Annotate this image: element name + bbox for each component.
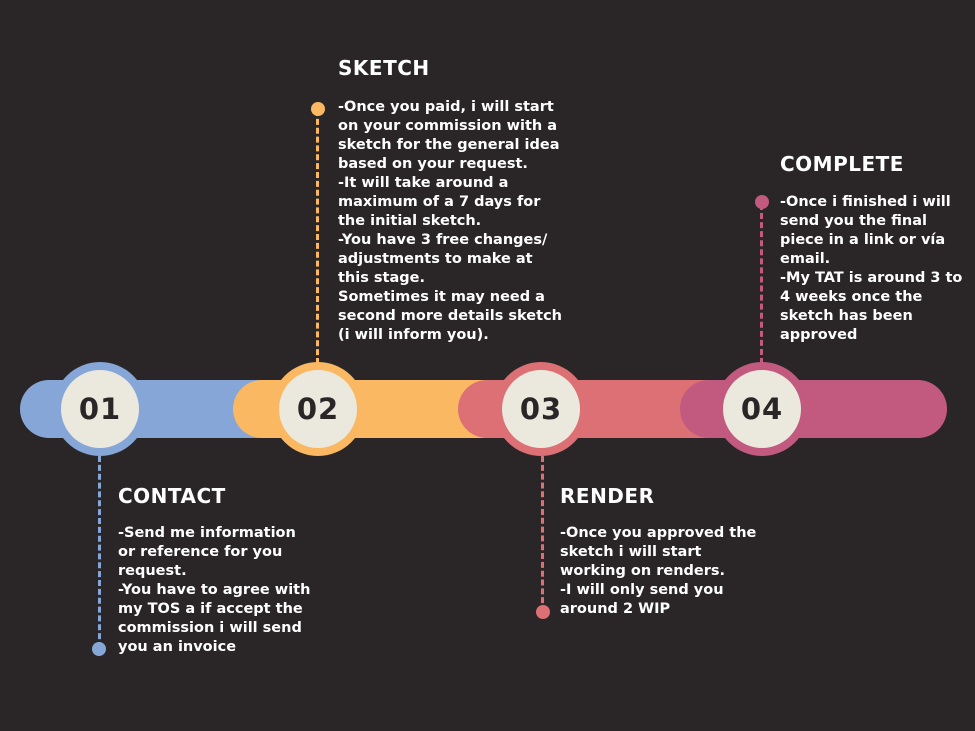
step-title-complete: COMPLETE [780, 152, 904, 176]
step-circle-4: 04 [715, 362, 809, 456]
step-number-4: 04 [723, 370, 801, 448]
step-number-3: 03 [502, 370, 580, 448]
connector-line-step-2 [316, 110, 319, 364]
step-description-render: -Once you approved the sketch i will sta… [560, 525, 757, 617]
step-title-render: RENDER [560, 484, 655, 508]
step-title-sketch: SKETCH [338, 56, 430, 80]
connector-dot-step-3 [536, 605, 550, 619]
connector-line-step-1 [98, 456, 101, 648]
connector-line-step-3 [541, 456, 544, 612]
step-circle-1: 01 [53, 362, 147, 456]
step-title-contact: CONTACT [118, 484, 226, 508]
step-description-complete: -Once i finished i will send you the fin… [780, 194, 963, 343]
step-number-2: 02 [279, 370, 357, 448]
step-circle-2: 02 [271, 362, 365, 456]
step-number-1: 01 [61, 370, 139, 448]
connector-dot-step-2 [311, 102, 325, 116]
step-circle-3: 03 [494, 362, 588, 456]
connector-line-step-4 [760, 204, 763, 364]
step-description-contact: -Send me information or reference for yo… [118, 525, 311, 655]
connector-dot-step-1 [92, 642, 106, 656]
step-description-sketch: -Once you paid, i will start on your com… [338, 99, 562, 343]
connector-dot-step-4 [755, 195, 769, 209]
